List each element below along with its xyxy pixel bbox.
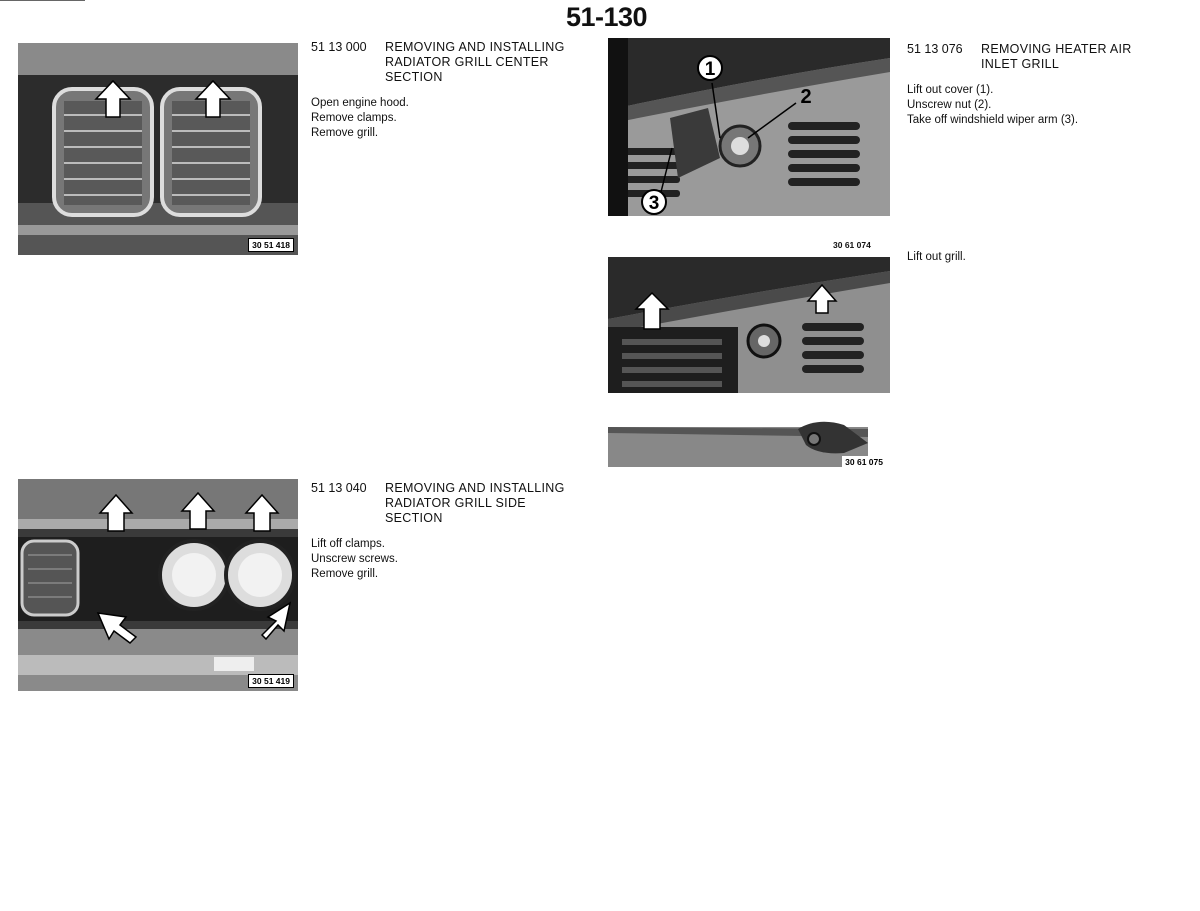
step: Lift out cover (1). — [907, 84, 994, 96]
step: Unscrew screws. — [311, 553, 398, 565]
callout-3: 3 — [649, 193, 660, 214]
step: Unscrew nut (2). — [907, 99, 992, 111]
section-heater-inlet: 51 13 076 REMOVING HEATER AIR INLET GRIL… — [907, 42, 1187, 128]
section-lift-grill: Lift out grill. — [907, 250, 1187, 265]
arrow-icon — [260, 601, 292, 641]
step: Take off windshield wiper arm (3). — [907, 114, 1079, 126]
figure-number: 30 61 075 — [842, 456, 886, 468]
section-title: REMOVING HEATER AIR INLET GRILL — [981, 42, 1132, 71]
section-title: REMOVING AND INSTALLING RADIATOR GRILL S… — [385, 481, 565, 525]
callout-2: 2 — [800, 86, 811, 108]
section-code: 51 13 000 — [311, 40, 367, 54]
photo-heater-inlet-grill: 30 61 075 — [608, 257, 890, 470]
top-rule — [0, 0, 85, 1]
figure-number: 30 61 074 — [833, 240, 871, 250]
arrow-up-icon — [244, 493, 280, 532]
step: Lift off clamps. — [311, 538, 385, 550]
section-grill-center: 51 13 000 REMOVING AND INSTALLING RADIAT… — [311, 40, 591, 141]
figure-number: 30 51 418 — [248, 238, 294, 252]
section-title: REMOVING AND INSTALLING RADIATOR GRILL C… — [385, 40, 565, 84]
section-grill-side: 51 13 040 REMOVING AND INSTALLING RADIAT… — [311, 481, 591, 582]
photo-grill-center: 30 51 418 — [18, 43, 298, 255]
photo-grill-side: 30 51 419 — [18, 479, 298, 691]
step: Open engine hood. — [311, 97, 409, 109]
page-number: 51-130 — [566, 2, 648, 32]
photo-heater-inlet-parts: 1 2 3 — [608, 38, 890, 216]
step: Remove grill. — [311, 568, 379, 580]
arrow-up-icon — [180, 491, 216, 530]
step: Remove clamps. — [311, 112, 397, 124]
arrow-up-icon — [98, 493, 134, 532]
arrow-up-icon — [194, 79, 232, 118]
section-code: 51 13 076 — [907, 42, 963, 56]
step: Lift out grill. — [907, 251, 966, 263]
section-code: 51 13 040 — [311, 481, 367, 495]
step: Remove grill. — [311, 127, 379, 139]
arrow-up-icon — [806, 283, 838, 314]
arrow-up-icon — [634, 291, 670, 330]
callout-1: 1 — [705, 59, 716, 80]
arrow-up-icon — [94, 79, 132, 118]
arrow-icon — [96, 612, 138, 644]
figure-number: 30 51 419 — [248, 674, 294, 688]
